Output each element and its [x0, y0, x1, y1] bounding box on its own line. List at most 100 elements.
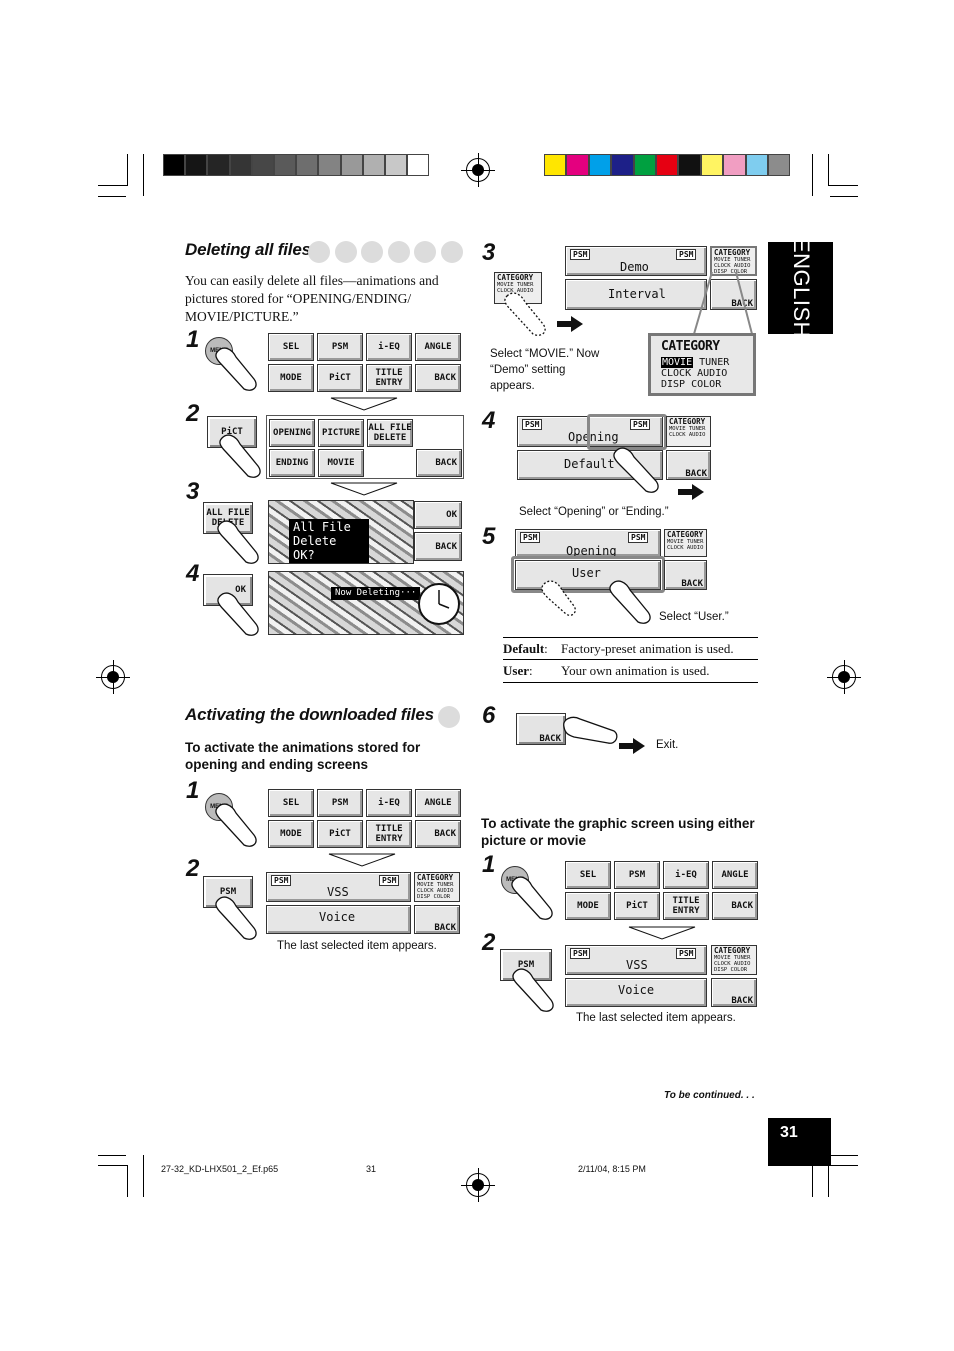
ieq-key[interactable]: i-EQ — [663, 861, 709, 889]
step-number: 2 — [186, 855, 200, 882]
confirm-screen: All File Delete OK? — [268, 500, 414, 564]
mode-key[interactable]: MODE — [268, 364, 314, 392]
psm-key[interactable]: PSM — [317, 789, 363, 817]
user-screen: PSM PSM Opening User CATEGORY MOVIE TUNE… — [511, 529, 707, 593]
title-entry-key[interactable]: TITLE ENTRY — [366, 364, 412, 392]
angle-key[interactable]: ANGLE — [415, 333, 461, 361]
menu-screen: SEL PSM i-EQ ANGLE MODE PiCT TITLE ENTRY… — [266, 787, 462, 849]
caption-last-selected: The last selected item appears. — [576, 1012, 736, 1024]
sel-key[interactable]: SEL — [565, 861, 611, 889]
demo-screen: PSM PSM Demo Interval CATEGORY MOVIE TUN… — [565, 246, 757, 312]
step-number: 1 — [186, 326, 200, 353]
psm-key[interactable]: PSM — [317, 333, 363, 361]
title-entry-key[interactable]: TITLE ENTRY — [663, 892, 709, 920]
vss-field[interactable]: PSM PSM VSS — [266, 872, 411, 902]
down-arrow-icon — [330, 482, 398, 496]
category-key[interactable]: CATEGORY MOVIE TUNER CLOCK AUDIO DISP CO… — [711, 945, 757, 975]
back-key[interactable]: BACK — [710, 279, 757, 310]
to-be-continued: To be continued. . . — [664, 1090, 755, 1101]
back-key[interactable]: BACK — [414, 905, 460, 934]
back-key[interactable]: BACK — [415, 820, 461, 848]
ok-key[interactable]: OK — [414, 501, 462, 529]
ieq-key[interactable]: i-EQ — [366, 333, 412, 361]
page-number-box: 31 — [768, 1118, 831, 1166]
back-key[interactable]: BACK — [416, 449, 462, 477]
footer-date: 2/11/04, 8:15 PM — [578, 1164, 646, 1174]
color-swatch — [384, 154, 408, 176]
language-tab: ENGLISH — [768, 238, 833, 338]
clock-icon — [418, 583, 460, 625]
ending-key[interactable]: ENDING — [269, 449, 315, 477]
psm-key[interactable]: PSM — [614, 861, 660, 889]
mode-key[interactable]: MODE — [268, 820, 314, 848]
all-file-delete-key[interactable]: ALL FILE DELETE — [367, 419, 413, 447]
category-key[interactable]: CATEGORY MOVIE TUNER CLOCK AUDIO DISP CO… — [414, 872, 460, 902]
zoom-lines — [693, 271, 753, 335]
step-number: 1 — [186, 777, 200, 804]
step-number: 5 — [482, 523, 496, 550]
finger-icon — [541, 580, 576, 616]
ieq-key[interactable]: i-EQ — [366, 789, 412, 817]
finger-icon — [217, 592, 259, 636]
sel-key[interactable]: SEL — [268, 789, 314, 817]
angle-key[interactable]: ANGLE — [415, 789, 461, 817]
back-key[interactable]: BACK — [664, 560, 707, 590]
heading-dots — [438, 706, 465, 733]
pict-key[interactable]: PiCT — [614, 892, 660, 920]
caption-select-user: Select “User.” — [659, 611, 729, 623]
title-entry-key[interactable]: TITLE ENTRY — [366, 820, 412, 848]
menu-screen: SEL PSM i-EQ ANGLE MODE PiCT TITLE ENTRY… — [266, 331, 462, 393]
pict-screen: OPENING PICTURE ALL FILE DELETE ENDING M… — [266, 415, 464, 479]
finger-icon — [215, 803, 257, 847]
step-number: 4 — [186, 560, 200, 587]
back-key[interactable]: BACK — [666, 450, 711, 480]
caption-select-movie: Select “MOVIE.” Now “Demo” setting appea… — [490, 348, 600, 392]
demo-field[interactable]: PSM PSM Demo — [565, 246, 707, 276]
opening-key[interactable]: OPENING — [269, 419, 315, 447]
color-swatch — [163, 154, 186, 176]
back-key[interactable]: BACK — [414, 532, 462, 561]
color-swatch — [723, 154, 746, 176]
right-arrow-icon — [678, 484, 704, 500]
movie-key[interactable]: MOVIE — [318, 449, 364, 477]
user-field[interactable]: User — [515, 560, 661, 590]
registration-mark-left — [96, 660, 130, 694]
mode-key[interactable]: MODE — [565, 892, 611, 920]
caption-select-opening: Select “Opening” or “Ending.” — [519, 506, 669, 518]
pict-key[interactable]: PiCT — [317, 820, 363, 848]
right-arrow-icon — [557, 316, 583, 332]
color-swatch — [566, 154, 589, 176]
category-key[interactable]: CATEGORY MOVIE TUNER CLOCK AUDIO DISP CO… — [710, 246, 757, 276]
color-swatch — [700, 154, 724, 176]
category-button[interactable]: CATEGORY MOVIE TUNER CLOCK AUDIO — [494, 272, 542, 304]
angle-key[interactable]: ANGLE — [712, 861, 758, 889]
category-key[interactable]: CATEGORY MOVIE TUNER CLOCK AUDIO — [666, 416, 711, 447]
step-number: 6 — [482, 702, 496, 729]
vss-field[interactable]: PSM PSM VSS — [565, 945, 707, 975]
voice-field[interactable]: Voice — [565, 978, 707, 1007]
highlight-frame — [511, 556, 665, 593]
color-swatch — [229, 154, 252, 176]
deleting-text: Now Deleting··· — [331, 587, 421, 600]
interval-field[interactable]: Interval — [565, 279, 707, 310]
down-arrow-icon — [328, 853, 396, 867]
step-number: 4 — [482, 407, 496, 434]
registration-mark-right — [827, 660, 861, 694]
sel-key[interactable]: SEL — [268, 333, 314, 361]
right-arrow-icon — [619, 738, 645, 754]
finger-icon — [609, 580, 651, 624]
finger-icon — [563, 716, 618, 744]
opening-field[interactable]: PSM PSM Opening — [515, 529, 661, 557]
pict-key[interactable]: PiCT — [317, 364, 363, 392]
back-key[interactable]: BACK — [712, 892, 758, 920]
category-key[interactable]: CATEGORY MOVIE TUNER CLOCK AUDIO — [664, 529, 707, 557]
opening-screen: PSM PSM Opening Default CATEGORY MOVIE T… — [517, 414, 711, 480]
menu-screen: SEL PSM i-EQ ANGLE MODE PiCT TITLE ENTRY… — [563, 859, 759, 921]
voice-field[interactable]: Voice — [266, 905, 411, 934]
picture-key[interactable]: PICTURE — [318, 419, 364, 447]
heading-dots — [308, 241, 467, 268]
color-swatch — [185, 154, 208, 176]
back-button[interactable]: BACK — [516, 713, 566, 745]
back-key[interactable]: BACK — [711, 978, 757, 1007]
back-key[interactable]: BACK — [415, 364, 461, 392]
